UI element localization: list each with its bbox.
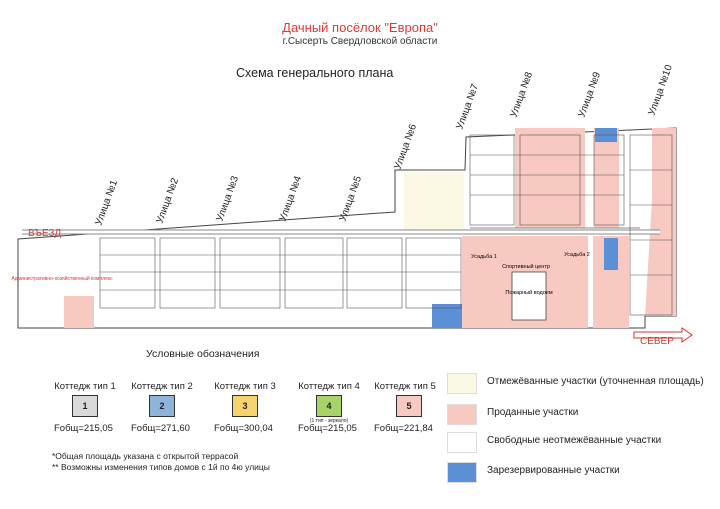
entry-label: ВЪЕЗД	[28, 228, 62, 239]
north-arrow-icon	[633, 327, 693, 343]
sport-center-label: Спортивный центр	[502, 263, 550, 270]
legend-cottage-3-area: Fобщ=300,04	[214, 423, 273, 434]
legend-cottage-4-area: Fобщ=215,05	[298, 423, 357, 434]
legend-cottage-1-name: Коттедж тип 1	[54, 381, 116, 392]
street-label-8: Улица №8	[508, 70, 535, 119]
scheme-title: Схема генерального плана	[236, 66, 394, 80]
street-label-2: Улица №2	[154, 176, 181, 225]
estate-2-zone	[566, 236, 588, 328]
legend-area-free-label: Свободные неотмежёванные участки	[487, 435, 662, 446]
street-label-3: Улица №3	[214, 174, 241, 223]
street-label-9: Улица №9	[576, 70, 603, 119]
legend-cottage-4-name: Коттедж тип 4	[298, 381, 360, 392]
legend-cottage-2-num: 2	[159, 401, 165, 411]
legend-cottage-2-area: Fобщ=271,60	[131, 423, 190, 434]
legend-cottage-1: Коттедж тип 1 1 Fобщ=215,05	[54, 381, 116, 434]
footnote-terrace: *Общая площадь указана с открытой террас…	[52, 451, 239, 461]
lot-grid	[99, 134, 673, 316]
estate-1-zone	[462, 236, 506, 328]
reserved-swatch	[447, 462, 477, 483]
reserved-block-3	[604, 238, 618, 270]
legend-cottage-1-num: 1	[82, 401, 88, 411]
legend-cottage-5-area: Fобщ=221,84	[374, 423, 433, 434]
page-subtitle: г.Сысерть Свердловской области	[282, 36, 438, 47]
legend-cottage-4: Коттедж тип 4 4 (1 тип - зеркало) Fобщ=21…	[298, 381, 360, 434]
sold-block-west	[64, 296, 94, 328]
sold-block-east	[594, 128, 619, 228]
estate-1-label: Усадьба 1	[471, 254, 497, 260]
cottage-type-1-icon: 1	[72, 395, 98, 417]
free-swatch	[447, 432, 477, 453]
legend-cottage-3: Коттедж тип 3 3 Fобщ=300,04	[214, 381, 276, 434]
legend-area-sold-label: Проданные участки	[487, 407, 579, 418]
street-label-1: Улица №1	[93, 178, 120, 227]
street-label-6: Улица №6	[392, 122, 419, 171]
legend-area-reserved-label: Зарезервированные участки	[487, 465, 620, 476]
cottage-type-2-icon: 2	[149, 395, 175, 417]
legend-cottage-2-name: Коттедж тип 2	[131, 381, 193, 392]
admin-complex-label: Административно-хозяйственный комплекс	[11, 275, 113, 282]
legend-cottage-4-note: (1 тип - зеркало)	[309, 418, 349, 424]
estate-2-label: Усадьба 2	[564, 252, 590, 258]
fire-pond	[511, 271, 547, 321]
legend-cottage-5-num: 5	[406, 401, 412, 411]
legend-cottage-2: Коттедж тип 2 2 Fобщ=271,60	[131, 381, 193, 434]
sold-swatch	[447, 404, 477, 425]
street-label-4: Улица №4	[277, 174, 304, 223]
street-label-10: Улица №10	[646, 63, 675, 117]
legend-cottage-5-name: Коттедж тип 5	[374, 381, 436, 392]
legend-title: Условные обозначения	[146, 348, 260, 360]
reserved-block-2	[432, 304, 462, 328]
legend-cottage-5: Коттедж тип 5 5 Fобщ=221,84	[374, 381, 436, 434]
delimited-lots-block	[404, 172, 464, 232]
street-label-7: Улица №7	[454, 82, 481, 131]
page-title: Дачный посёлок "Европа"	[282, 20, 438, 35]
legend-cottage-3-num: 3	[242, 401, 248, 411]
cottage-type-5-icon: 5	[396, 395, 422, 417]
legend-cottage-3-name: Коттедж тип 3	[214, 381, 276, 392]
cottage-type-3-icon: 3	[232, 395, 258, 417]
fire-pond-label: Пожарный водоем	[505, 289, 552, 296]
legend-cottage-4-num: 4	[326, 401, 332, 411]
footnote-house-types: ** Возможны изменения типов домов с 1й п…	[52, 462, 270, 472]
sold-block-north	[515, 128, 585, 228]
legend-area-delimited-label: Отмежёванные участки (уточненная площадь…	[487, 376, 704, 387]
legend-cottage-1-area: Fобщ=215,05	[54, 423, 113, 434]
sold-block-far-east	[645, 128, 676, 316]
north-label: СЕВЕР	[640, 336, 674, 347]
delimited-swatch	[447, 373, 477, 394]
cottage-type-4-icon: 4 (1 тип - зеркало)	[310, 395, 348, 424]
